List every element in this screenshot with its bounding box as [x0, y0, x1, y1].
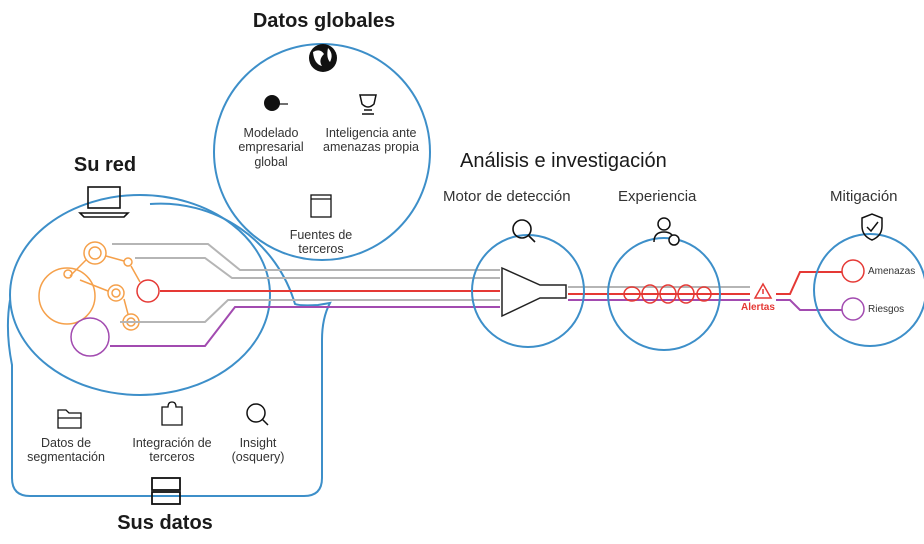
folder-icon	[57, 409, 82, 429]
laptop-icon	[78, 186, 130, 218]
mitigation-risk-node	[841, 297, 865, 321]
third-party-sources-label: Fuentes de terceros	[289, 228, 353, 257]
mitigation-title: Mitigación	[830, 188, 898, 205]
segmentation-data-label: Datos de segmentación	[27, 436, 105, 465]
globe-share-icon	[264, 95, 288, 111]
puzzle-icon	[161, 401, 183, 426]
experience-label: Experiencia	[618, 188, 697, 205]
database-icon	[151, 477, 181, 505]
analysis-title: Análisis e investigación	[460, 150, 667, 172]
global-modeling-label: Modelado empresarial global	[238, 126, 304, 169]
expert-icon	[653, 217, 680, 246]
funnel	[501, 266, 567, 318]
shield-check-icon	[861, 213, 883, 241]
trophy-icon	[359, 94, 377, 115]
osquery-icon	[246, 403, 269, 426]
flow-lines	[110, 243, 842, 347]
global-data-circle	[213, 43, 431, 261]
insight-osquery-label: Insight (osquery)	[231, 436, 285, 465]
threat-node	[136, 279, 160, 303]
mitigation-threat-node	[841, 259, 865, 283]
network-circle-outline	[9, 194, 271, 396]
risks-label: Riesgos	[868, 304, 905, 315]
network-title: Su red	[73, 154, 137, 176]
detection-engine-label: Motor de detección	[443, 188, 571, 205]
global-data-title: Datos globales	[252, 10, 396, 32]
threats-label: Amenazas	[868, 266, 916, 277]
experience-circle	[607, 237, 721, 351]
network-and-data-container	[6, 202, 332, 497]
third-party-integration-label: Integración de terceros	[132, 436, 212, 465]
alert-icon	[753, 282, 773, 299]
threat-intel-label: Inteligencia ante amenazas propia	[323, 126, 419, 155]
your-data-title: Sus datos	[117, 512, 213, 534]
risk-node	[70, 317, 110, 357]
search-data-icon	[512, 219, 536, 243]
alerts-label: Alertas	[741, 302, 775, 313]
network-nodes	[38, 241, 141, 331]
puzzle-window-icon	[310, 194, 332, 218]
mitigation-circle	[813, 233, 924, 347]
experience-coils	[623, 284, 712, 304]
globe-icon	[309, 44, 337, 72]
